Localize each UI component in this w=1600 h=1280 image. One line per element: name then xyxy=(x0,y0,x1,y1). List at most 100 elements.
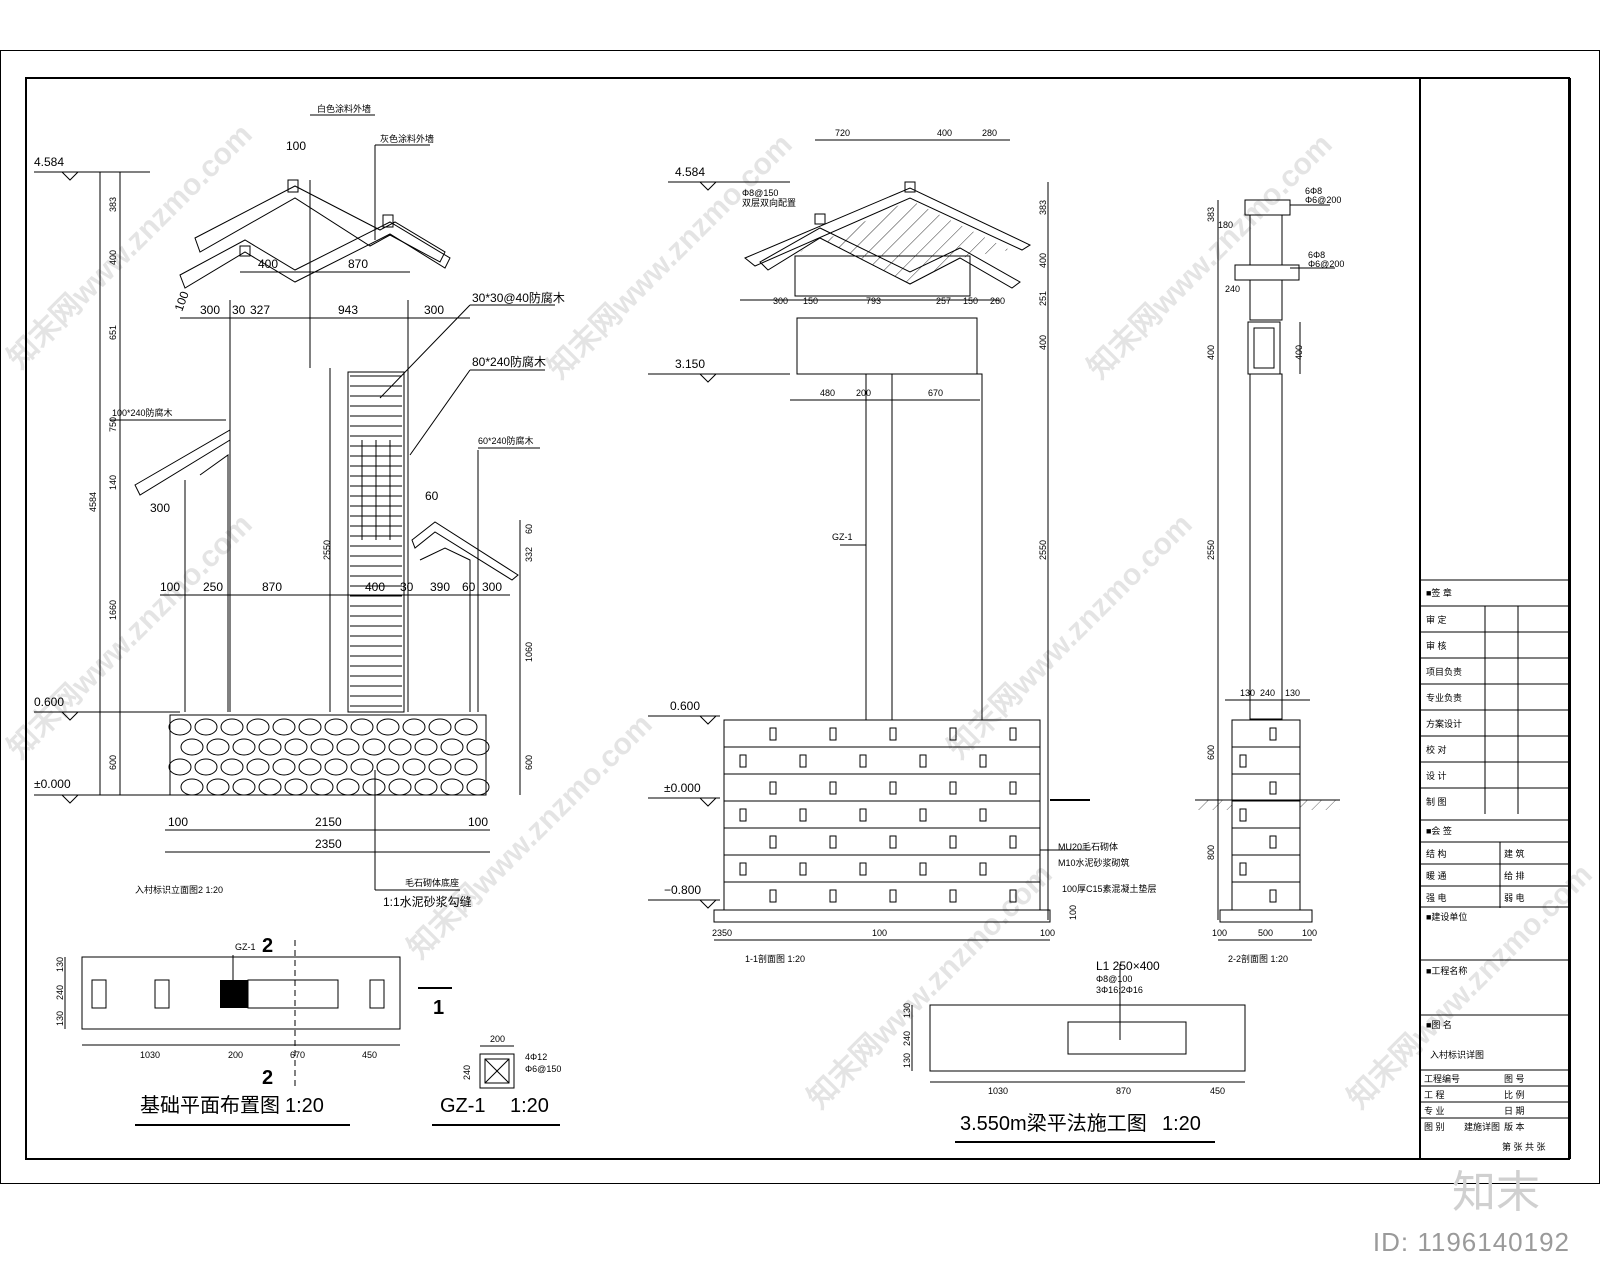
tb-cosign: 强 电 xyxy=(1426,892,1447,903)
dim: 670 xyxy=(290,1050,305,1060)
joint xyxy=(739,754,747,768)
dim: 480 xyxy=(820,388,835,398)
section-mark: 2 xyxy=(262,1067,273,1089)
dim: 750 xyxy=(108,417,118,432)
stone xyxy=(428,758,452,776)
dim: 200 xyxy=(228,1050,243,1060)
tb-cosign: 弱 电 xyxy=(1504,892,1525,903)
stone xyxy=(414,778,438,796)
dim: 100 xyxy=(468,815,488,829)
stone xyxy=(350,718,374,736)
joint xyxy=(919,754,927,768)
dim: 100 xyxy=(1212,928,1227,938)
note-m10: M10水泥砂浆砌筑 xyxy=(1058,857,1130,868)
rebar-label: 6Φ8 xyxy=(1305,186,1322,196)
stone xyxy=(168,758,192,776)
tb-drawing-name: 入村标识详图 xyxy=(1430,1049,1484,1060)
dim: 383 xyxy=(1206,207,1216,222)
joint xyxy=(889,889,897,903)
beam-label: L1 250×400 xyxy=(1096,959,1160,973)
gz1-title: GZ-1 xyxy=(440,1095,486,1117)
stirrup-label: Φ6@150 xyxy=(525,1064,561,1074)
dim: 130 xyxy=(55,957,65,972)
watermark-text: 知末网www.znzmo.com xyxy=(802,858,1059,1115)
stone xyxy=(310,778,334,796)
note-wood60: 60*240防腐木 xyxy=(478,435,534,446)
inner-frame xyxy=(25,77,1570,1160)
stone xyxy=(232,778,256,796)
image-id: ID: 1196140192 xyxy=(1372,1227,1570,1257)
dim: 100 xyxy=(160,580,180,594)
dim: 1660 xyxy=(108,600,118,620)
watermark-text: 知末网www.znzmo.com xyxy=(542,128,799,385)
tb-role: 方案设计 xyxy=(1426,718,1462,729)
gz1-detail: 200 240 4Φ12 Φ6@150 GZ-1 1:20 xyxy=(432,1034,561,1126)
dim: 2550 xyxy=(322,540,332,560)
joint xyxy=(859,862,867,876)
rebar-label: Φ6@200 xyxy=(1308,259,1344,269)
beam-title: 3.550m梁平法施工图 xyxy=(960,1112,1147,1135)
dim: 870 xyxy=(262,580,282,594)
joint xyxy=(949,727,957,741)
joint xyxy=(799,754,807,768)
dim: 2350 xyxy=(712,928,732,938)
note-double: 双层双向配置 xyxy=(742,197,796,208)
note-grey-wall: 灰色涂料外墙 xyxy=(380,133,434,144)
level-zero: ±0.000 xyxy=(664,781,701,795)
tb-info: 建施详图 xyxy=(1464,1121,1500,1132)
dim: 100 xyxy=(872,928,887,938)
tb-info: 图 号 xyxy=(1504,1074,1525,1084)
note-wood80: 80*240防腐木 xyxy=(472,354,546,369)
dim: 130 xyxy=(1240,688,1255,698)
dim: 1060 xyxy=(524,642,534,662)
beam-scale: 1:20 xyxy=(1162,1113,1201,1135)
section-mark: 1 xyxy=(433,997,444,1019)
dim: 600 xyxy=(524,755,534,770)
dim: 383 xyxy=(1038,200,1048,215)
stone xyxy=(258,778,282,796)
stone xyxy=(388,778,412,796)
joint xyxy=(1239,808,1247,822)
beam-section xyxy=(796,317,978,375)
stone xyxy=(376,758,400,776)
dim: 150 xyxy=(963,296,978,306)
tb-section: ■签 章 xyxy=(1426,587,1452,598)
dim: 500 xyxy=(1258,928,1273,938)
dim: 327 xyxy=(250,303,270,317)
dim: 240 xyxy=(1225,284,1240,294)
joint xyxy=(1009,835,1017,849)
dim: 300 xyxy=(424,303,444,317)
joint xyxy=(949,781,957,795)
stone xyxy=(454,758,478,776)
joint xyxy=(1269,781,1277,795)
note-stone: 毛石砌体底座 xyxy=(405,877,459,888)
stone xyxy=(180,738,204,756)
stone xyxy=(402,758,426,776)
joint xyxy=(799,808,807,822)
joint xyxy=(1239,862,1247,876)
dim: 2550 xyxy=(1038,540,1048,560)
tb-role: 审 定 xyxy=(1426,614,1447,625)
stone xyxy=(232,738,256,756)
joint xyxy=(1239,754,1247,768)
rebar-label: Φ6@200 xyxy=(1305,195,1341,205)
level-600: 0.600 xyxy=(670,699,700,713)
stone xyxy=(324,718,348,736)
concrete-pad xyxy=(713,909,1051,923)
joint xyxy=(979,754,987,768)
joint xyxy=(979,862,987,876)
dim: 400 xyxy=(1294,345,1304,360)
joint xyxy=(829,727,837,741)
stone xyxy=(466,738,490,756)
stone xyxy=(362,738,386,756)
stone xyxy=(336,738,360,756)
level-top: 4.584 xyxy=(675,165,705,179)
dim: 2350 xyxy=(315,837,342,851)
joint xyxy=(859,808,867,822)
dim: 651 xyxy=(108,325,118,340)
dim: 100 xyxy=(286,139,306,153)
tb-cosign: 给 排 xyxy=(1504,870,1525,881)
level-600: 0.600 xyxy=(34,695,64,709)
tb-role: 设 计 xyxy=(1426,770,1447,781)
